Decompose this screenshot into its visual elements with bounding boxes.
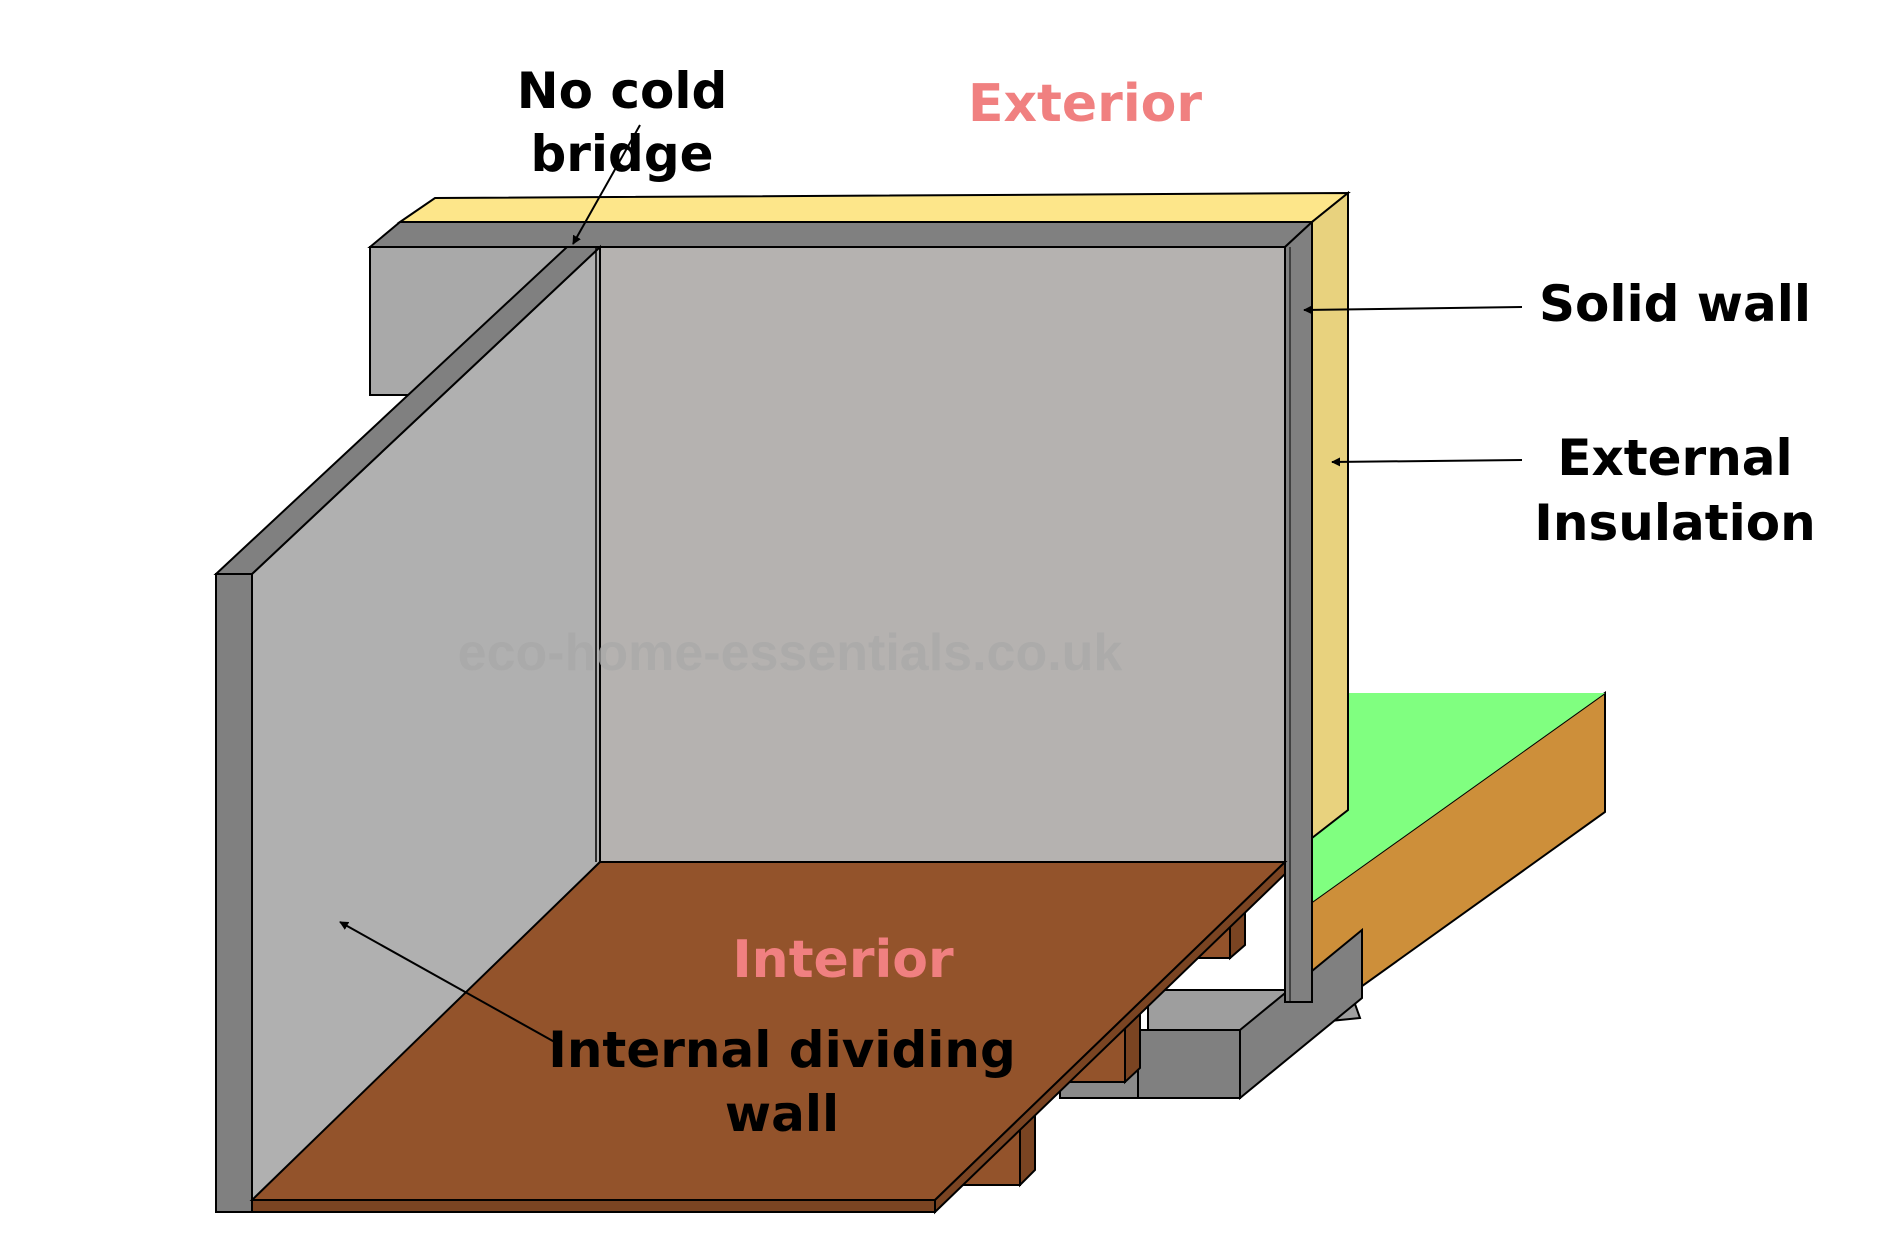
external-insulation-arrow bbox=[1331, 457, 1523, 467]
solid-wall-arrow bbox=[1303, 305, 1523, 315]
floor bbox=[249, 859, 1288, 1215]
external-insulation bbox=[396, 190, 1351, 841]
dividing-wall-front-edge bbox=[215, 573, 253, 1213]
label-no-cold-bridge-line2: bridge bbox=[530, 125, 713, 183]
internal-dividing-wall-arrow bbox=[339, 921, 561, 1046]
watermark: eco-home-essentials.co.uk bbox=[458, 624, 1123, 682]
internal-dividing-wall bbox=[213, 244, 603, 1213]
insulation-top bbox=[396, 191, 1351, 223]
label-internal-dividing-wall-line2: wall bbox=[725, 1085, 839, 1143]
foundation-front bbox=[1137, 1029, 1241, 1099]
label-exterior: Exterior bbox=[968, 74, 1202, 134]
label-interior: Interior bbox=[732, 930, 954, 990]
pointer-arrows bbox=[339, 124, 1523, 1046]
floor-side-edge bbox=[934, 859, 1286, 1215]
label-solid-wall: Solid wall bbox=[1539, 275, 1811, 333]
labels: Exterior Interior No cold bridge Solid w… bbox=[517, 62, 1816, 1143]
label-no-cold-bridge-line1: No cold bbox=[517, 62, 728, 120]
foundation-side bbox=[1239, 927, 1363, 1101]
wall-right-edge bbox=[1284, 219, 1313, 1003]
label-external-insulation-line1: External bbox=[1557, 429, 1792, 487]
grass bbox=[1312, 693, 1605, 902]
label-external-insulation-line2: Insulation bbox=[1534, 494, 1815, 552]
back-wall-face bbox=[594, 246, 1286, 863]
no-cold-bridge-arrow bbox=[572, 124, 641, 245]
label-internal-dividing-wall-line1: Internal dividing bbox=[548, 1021, 1016, 1079]
floor-front-edge bbox=[251, 1199, 936, 1213]
insulation-side bbox=[1311, 190, 1349, 841]
wall-top-edge bbox=[367, 221, 1315, 248]
